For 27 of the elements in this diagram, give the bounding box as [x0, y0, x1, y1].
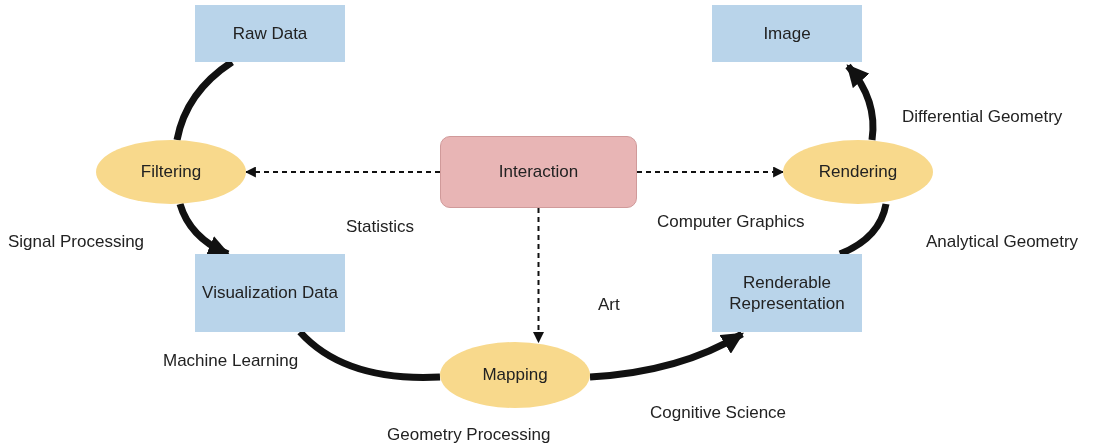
- node-label: Rendering: [817, 161, 899, 183]
- data-box: [195, 254, 345, 332]
- field-label: Statistics: [346, 217, 415, 237]
- arrow: [244, 166, 441, 178]
- arrow: [533, 207, 544, 344]
- arrow: [636, 166, 785, 178]
- data-box: [712, 254, 862, 332]
- field-label: Analytical Geometry: [926, 232, 1079, 252]
- node-label: Interaction: [497, 161, 580, 183]
- data-box: [195, 5, 345, 62]
- arrow: [845, 63, 877, 141]
- field-label: Art: [598, 295, 620, 315]
- node-label: Renderable Representation: [728, 271, 846, 315]
- data-box: [712, 5, 862, 62]
- node-label: Image: [762, 22, 812, 45]
- arrow: [589, 330, 744, 381]
- node-label: Visualization Data: [201, 282, 339, 304]
- interaction-box: [440, 136, 637, 208]
- field-label: Differential Geometry: [902, 107, 1063, 127]
- field-label: Computer Graphics: [657, 212, 805, 232]
- field-label: Cognitive Science: [650, 403, 787, 423]
- field-label: Geometry Processing: [387, 425, 551, 445]
- field-label: Machine Learning: [163, 351, 299, 371]
- node-label: Mapping: [481, 364, 549, 386]
- field-label: Signal Processing: [8, 232, 145, 252]
- node-label: Filtering: [139, 161, 203, 183]
- node-label: Raw Data: [231, 22, 309, 45]
